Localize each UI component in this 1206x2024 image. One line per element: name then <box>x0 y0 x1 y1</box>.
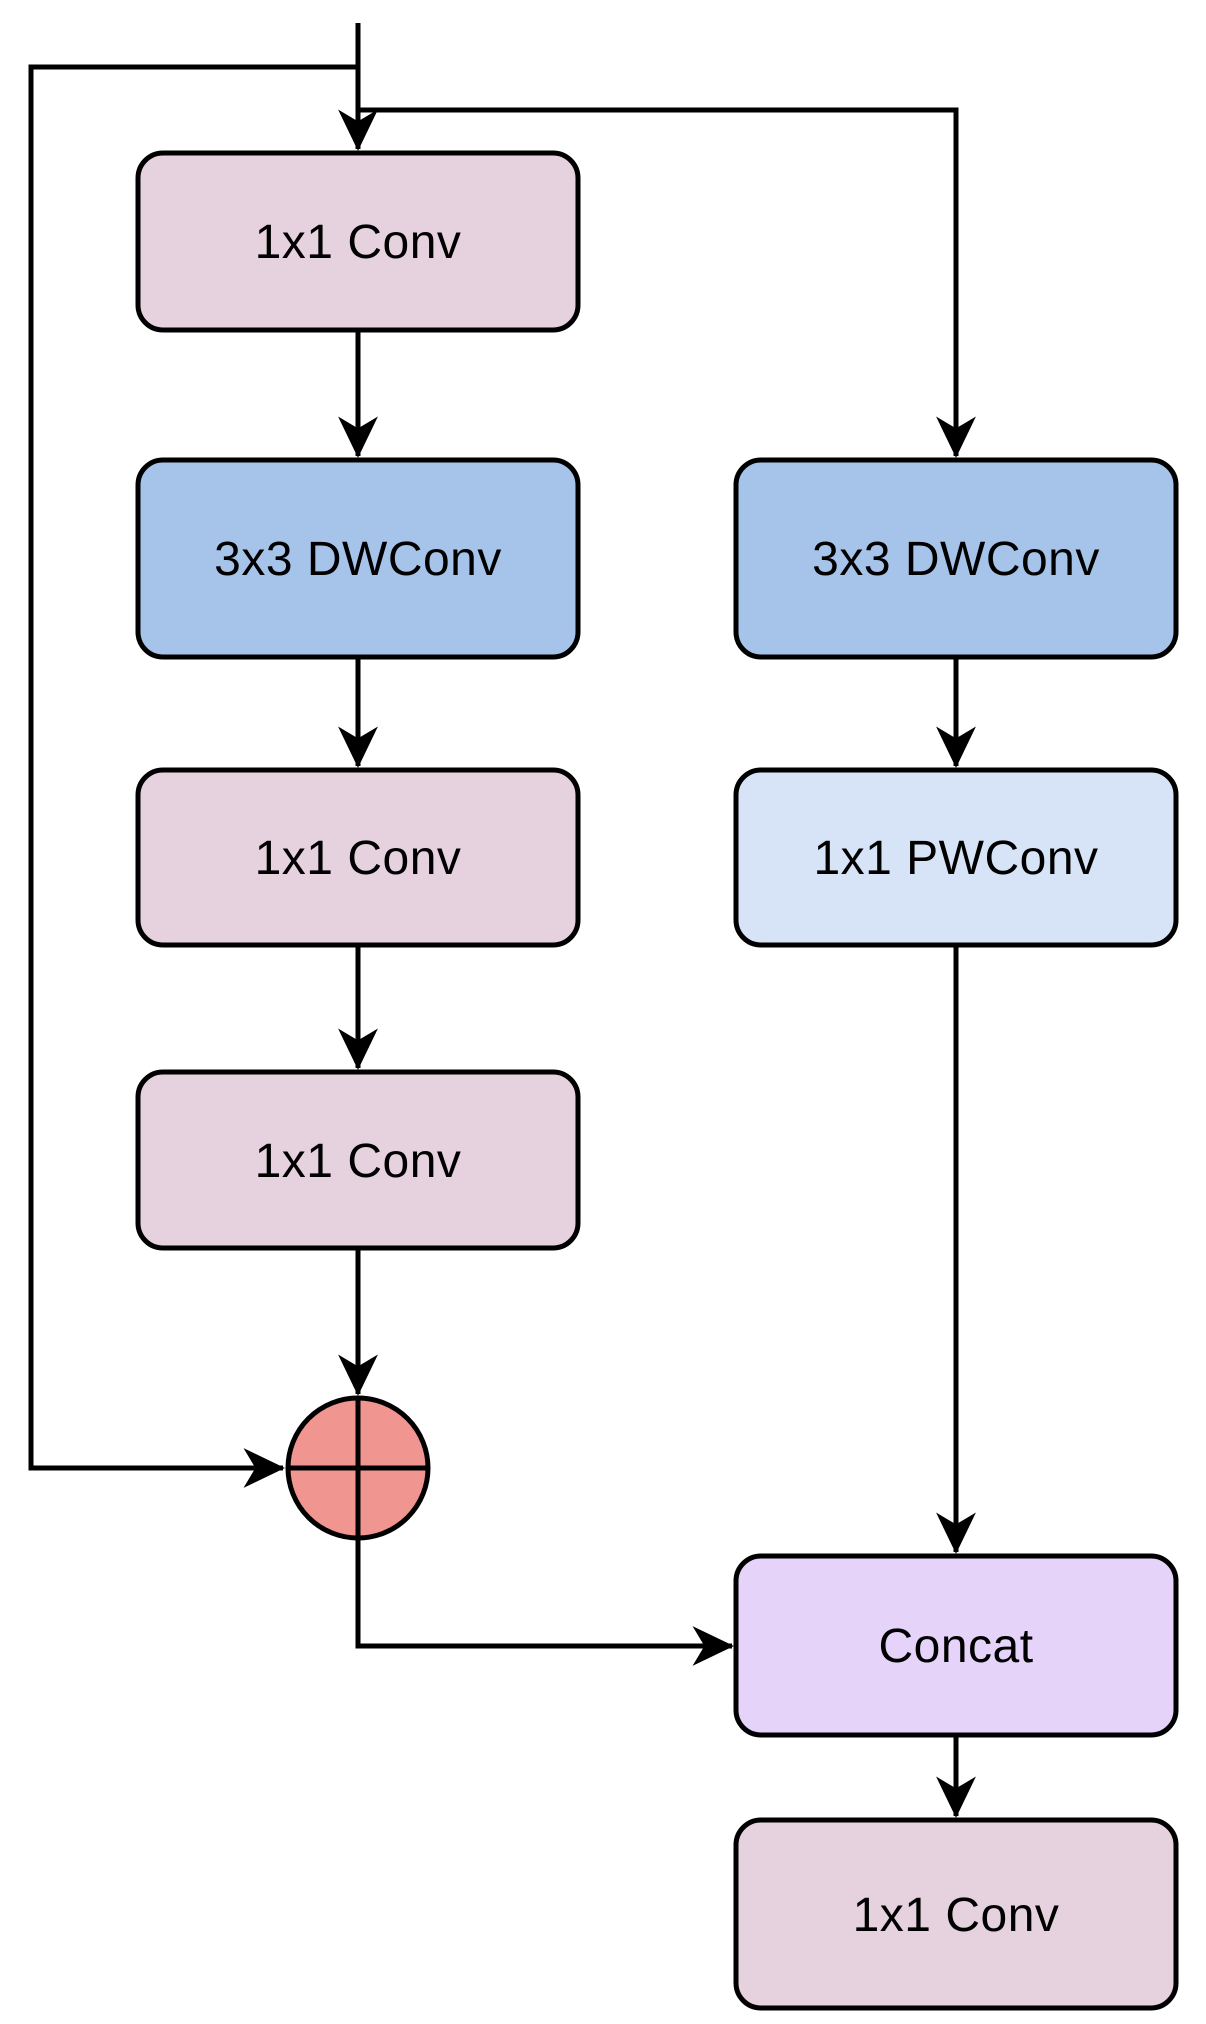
node-conv1-left-box <box>135 150 581 333</box>
node-conv2-left: 1x1 Conv <box>135 767 581 948</box>
node-dwconv-left-box <box>135 457 581 660</box>
node-conv-output-label: 1x1 Conv <box>853 1889 1060 1942</box>
node-pwconv-right-label: 1x1 PWConv <box>813 832 1098 885</box>
node-conv-output-box <box>733 1817 1179 2011</box>
node-pwconv-right-box <box>733 767 1179 948</box>
node-conv1-left: 1x1 Conv <box>135 150 581 333</box>
edge-input-to-right-dwconv-arrow <box>358 107 976 458</box>
node-dwconv-right-label: 3x3 DWConv <box>812 533 1100 586</box>
node-concat-box <box>733 1553 1179 1738</box>
edge-skip-connection-arrow <box>28 64 358 1488</box>
node-conv3-left-box <box>135 1069 581 1251</box>
node-conv3-left-label: 1x1 Conv <box>255 1135 462 1188</box>
node-dwconv-left: 3x3 DWConv <box>135 457 581 660</box>
node-dwconv-left-label: 3x3 DWConv <box>214 533 502 586</box>
edge-add-to-concat-arrow <box>355 1398 734 1666</box>
node-dwconv-right-box <box>733 457 1179 660</box>
node-conv3-left: 1x1 Conv <box>135 1069 581 1251</box>
node-concat-label: Concat <box>878 1620 1033 1673</box>
node-pwconv-right: 1x1 PWConv <box>733 767 1179 948</box>
node-conv2-left-label: 1x1 Conv <box>255 832 462 885</box>
node-conv1-left-label: 1x1 Conv <box>255 216 462 269</box>
node-conv-output: 1x1 Conv <box>733 1817 1179 2011</box>
node-dwconv-right: 3x3 DWConv <box>733 457 1179 660</box>
node-conv2-left-box <box>135 767 581 948</box>
node-concat: Concat <box>733 1553 1179 1738</box>
